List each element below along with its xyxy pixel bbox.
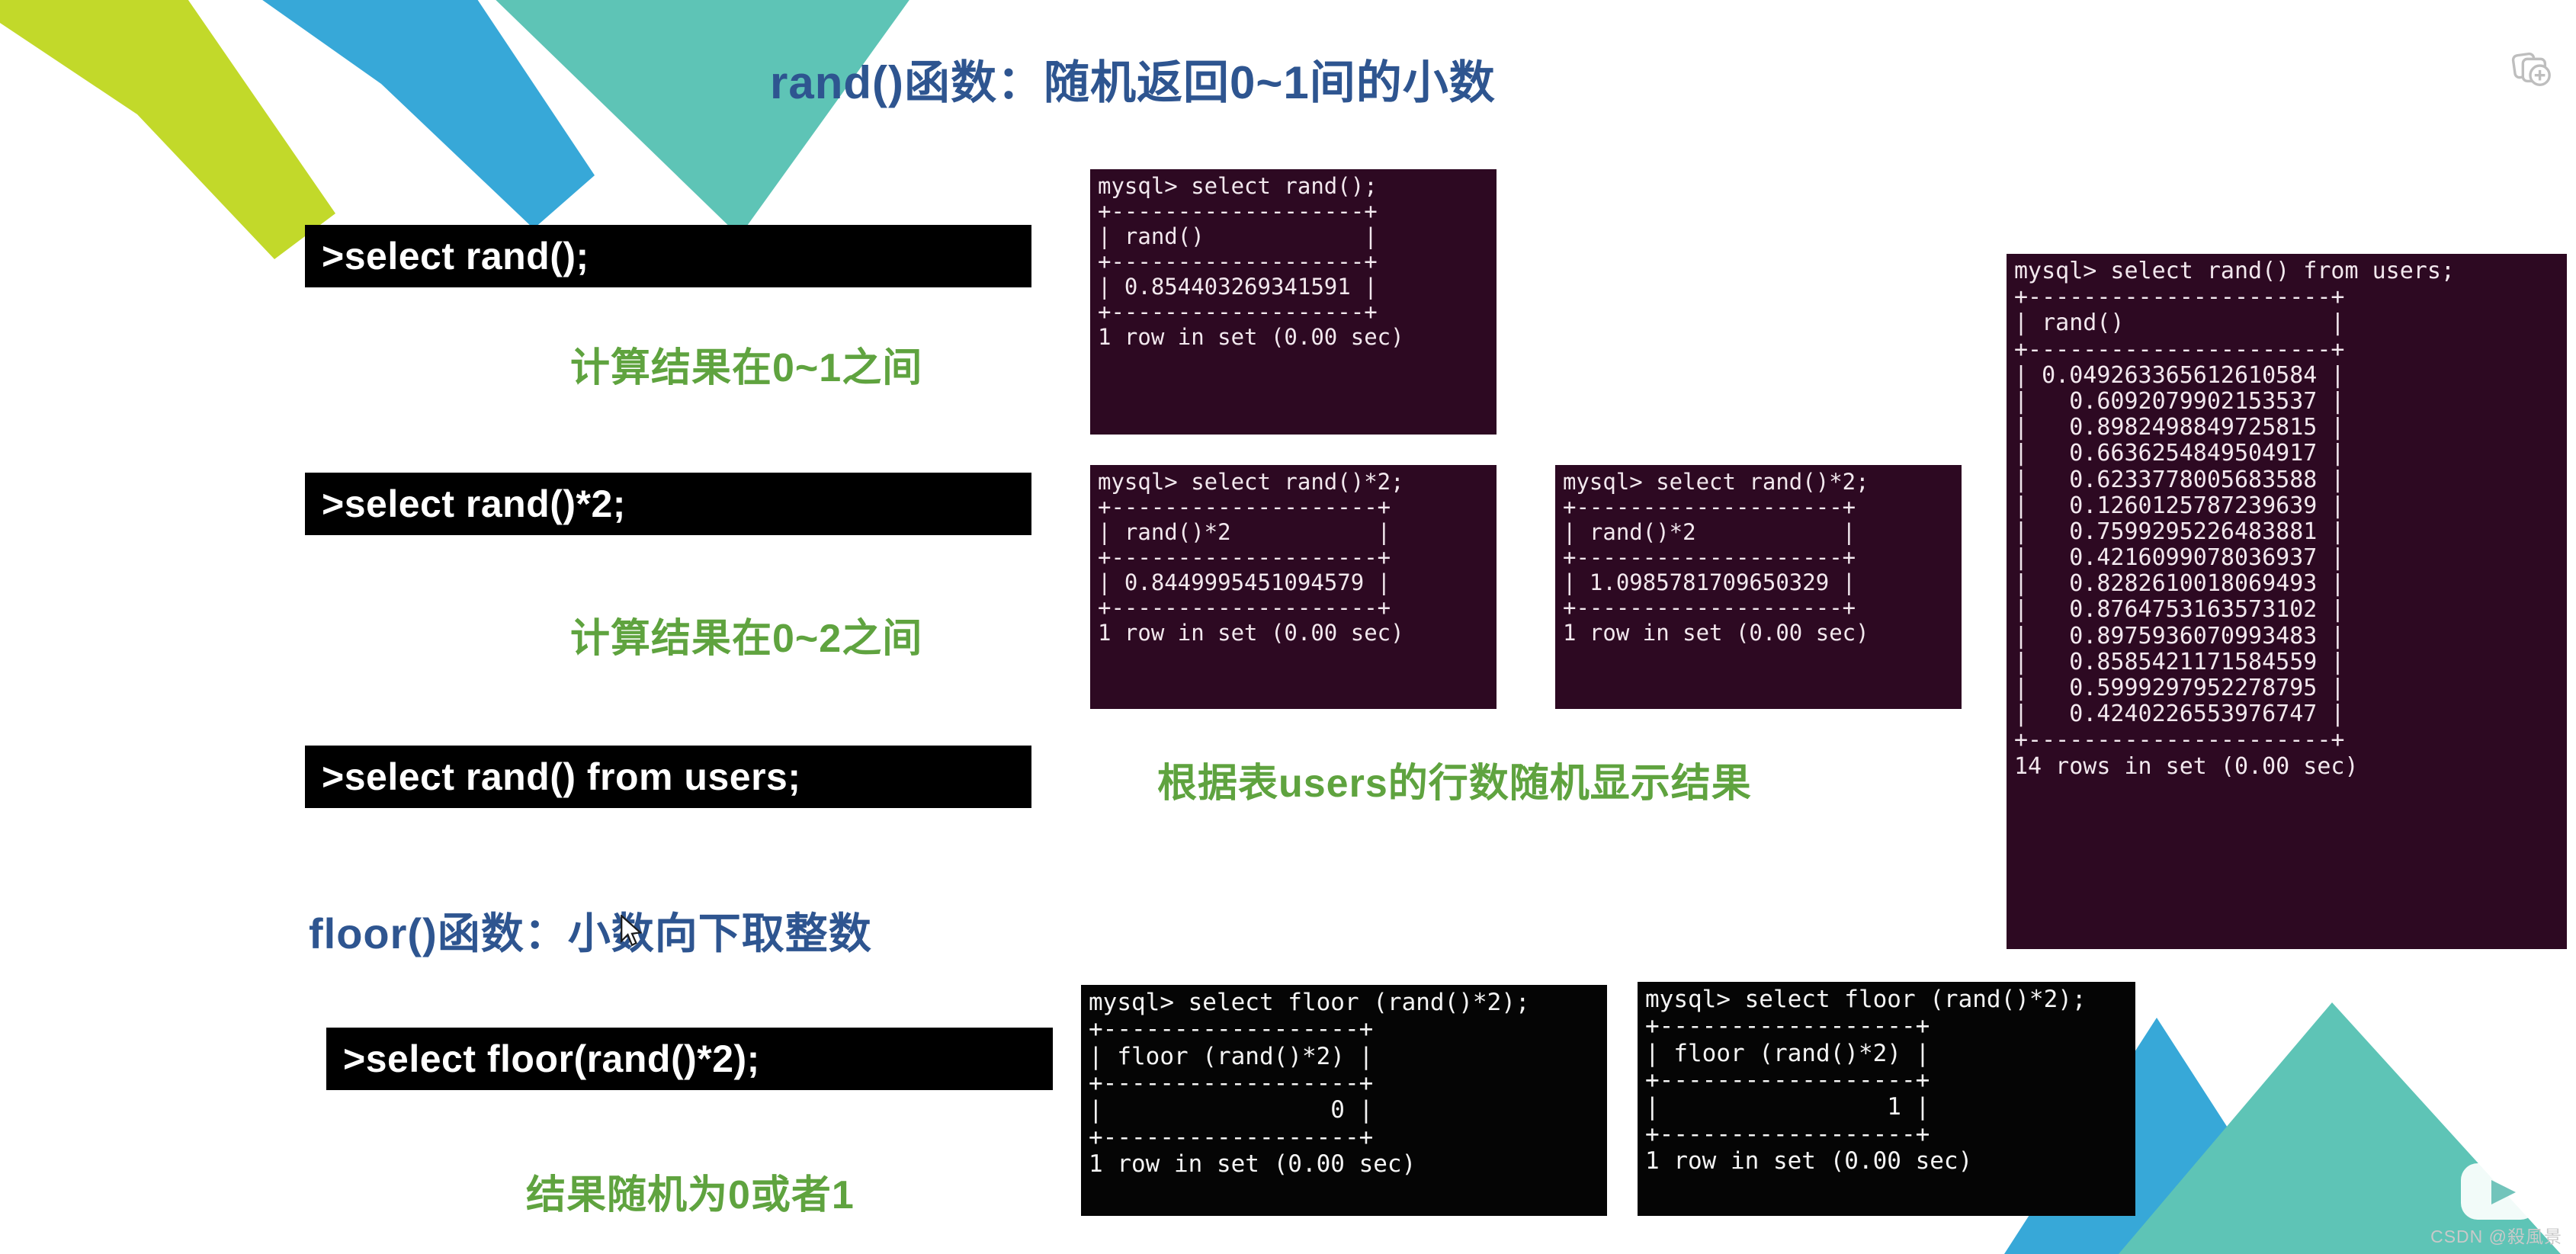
terminal-select-rand-times-2-second: mysql> select rand()*2; +---------------… xyxy=(1555,465,1962,709)
decor-chevron-blue xyxy=(262,0,595,229)
terminal-select-rand-from-users: mysql> select rand() from users; +------… xyxy=(2007,254,2567,949)
command-bar-select-floor-rand: >select floor(rand()*2); xyxy=(326,1028,1053,1090)
mouse-cursor-icon xyxy=(621,915,643,947)
annotation-range-0-1: 计算结果在0~1之间 xyxy=(570,346,923,390)
annotation-result-0-or-1: 结果随机为0或者1 xyxy=(526,1173,855,1217)
terminal-select-floor-result-0: mysql> select floor (rand()*2); +-------… xyxy=(1081,985,1607,1216)
page-title-rand: rand()函数：随机返回0~1间的小数 xyxy=(770,57,1496,108)
add-to-collection-icon[interactable] xyxy=(2507,44,2554,91)
decor-chevron-lime xyxy=(0,0,335,259)
command-bar-select-rand-from-users: >select rand() from users; xyxy=(305,746,1031,808)
command-bar-select-rand: >select rand(); xyxy=(305,225,1031,287)
csdn-watermark: CSDN @殺風景 xyxy=(2430,1227,2562,1246)
command-bar-select-rand-times-2: >select rand()*2; xyxy=(305,473,1031,535)
bilibili-logo-icon xyxy=(2461,1147,2537,1220)
decor-chevron-teal xyxy=(496,0,909,236)
terminal-select-rand: mysql> select rand(); +-----------------… xyxy=(1090,169,1497,435)
terminal-select-rand-times-2-first: mysql> select rand()*2; +---------------… xyxy=(1090,465,1497,709)
terminal-select-floor-result-1: mysql> select floor (rand()*2); +-------… xyxy=(1638,982,2135,1216)
annotation-range-0-2: 计算结果在0~2之间 xyxy=(570,617,923,661)
page-title-floor: floor()函数：小数向下取整数 xyxy=(309,909,872,957)
annotation-rows-by-users: 根据表users的行数随机显示结果 xyxy=(1157,762,1752,806)
